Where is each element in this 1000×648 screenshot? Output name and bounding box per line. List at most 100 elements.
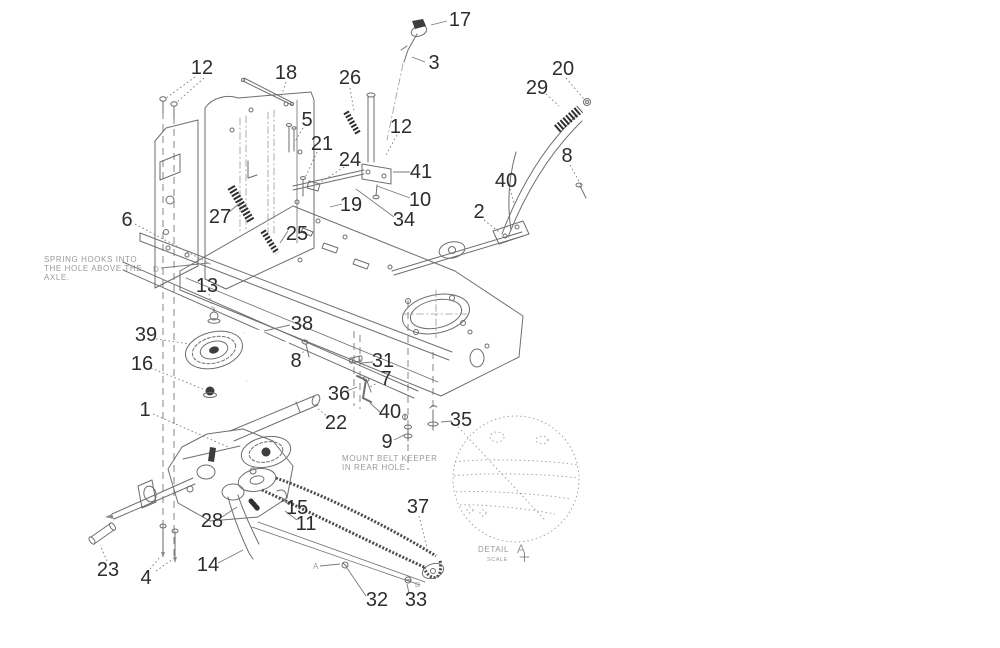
frame-side-box bbox=[154, 119, 199, 289]
leader-line-24 bbox=[317, 166, 345, 185]
leader-line-13 bbox=[208, 293, 214, 312]
lever-rod-40 bbox=[508, 151, 517, 231]
leader-line-33 bbox=[406, 583, 410, 594]
control-bracket-plate bbox=[204, 91, 315, 290]
leader-line-26 bbox=[349, 87, 355, 112]
callout-18: 18 bbox=[275, 62, 297, 84]
callout-6: 6 bbox=[121, 209, 132, 231]
leader-line-20 bbox=[565, 77, 585, 100]
callout-36: 36 bbox=[328, 383, 350, 405]
deck-fasteners bbox=[301, 339, 439, 442]
screw-marker-a: A bbox=[313, 562, 319, 571]
linkage-rod bbox=[391, 231, 524, 276]
callout-34: 34 bbox=[393, 209, 415, 231]
leader-line-12 bbox=[175, 77, 205, 104]
callout-39: 39 bbox=[135, 324, 157, 346]
leader-line-9 bbox=[393, 433, 407, 441]
leader-line-12 bbox=[165, 76, 196, 99]
callout-11: 11 bbox=[296, 513, 317, 535]
callout-27: 27 bbox=[209, 206, 231, 228]
callout-10: 10 bbox=[409, 189, 431, 211]
leader-line-19 bbox=[329, 203, 343, 208]
leader-line-2 bbox=[483, 219, 500, 233]
callout-8: 8 bbox=[290, 350, 301, 372]
callout-20: 20 bbox=[552, 58, 574, 80]
leader-line-14 bbox=[217, 549, 244, 564]
callout-3: 3 bbox=[428, 52, 439, 74]
nut-16 bbox=[205, 386, 215, 396]
detail-scale: SCALE bbox=[487, 557, 508, 563]
leader-line-22 bbox=[315, 406, 330, 419]
callout-2: 2 bbox=[473, 201, 484, 223]
spring-25 bbox=[260, 229, 280, 255]
callout-22: 22 bbox=[325, 412, 347, 434]
callout-29: 29 bbox=[526, 77, 548, 99]
callout-13: 13 bbox=[196, 275, 218, 297]
callout-38: 38 bbox=[291, 313, 313, 335]
leader-line-35 bbox=[440, 420, 453, 423]
leader-line-28 bbox=[221, 506, 238, 518]
callout-12: 12 bbox=[191, 57, 213, 79]
leader-line-12 bbox=[384, 134, 398, 158]
callout-26: 26 bbox=[339, 67, 361, 89]
leader-line-17 bbox=[430, 20, 448, 26]
leader-line-21 bbox=[303, 151, 318, 181]
callout-40: 40 bbox=[379, 401, 401, 423]
leader-line-25 bbox=[279, 230, 289, 244]
callout-1: 1 bbox=[139, 399, 150, 421]
rod-18 bbox=[241, 77, 294, 106]
callout-25: 25 bbox=[286, 223, 308, 245]
axle-tube-22 bbox=[229, 394, 321, 442]
leader-line-34 bbox=[355, 188, 395, 218]
spring-note-marker-d: D bbox=[153, 265, 159, 274]
callout-32: 32 bbox=[366, 589, 388, 611]
handle-23 bbox=[88, 522, 117, 545]
leader-line-29 bbox=[545, 93, 560, 107]
callout-9: 9 bbox=[381, 431, 392, 453]
leader-line-1 bbox=[152, 413, 229, 448]
shift-rod-19 bbox=[292, 169, 365, 191]
callout-33: 33 bbox=[405, 589, 427, 611]
callout-7: 7 bbox=[380, 368, 391, 390]
callout-28: 28 bbox=[201, 510, 223, 532]
grip-29 bbox=[554, 105, 583, 133]
callout-23: 23 bbox=[97, 559, 119, 581]
callout-19: 19 bbox=[340, 194, 362, 216]
detail-title: DETAIL bbox=[478, 545, 509, 554]
shift-lever-3 bbox=[386, 19, 428, 141]
callout-37: 37 bbox=[407, 496, 429, 518]
speed-control-lever-2 bbox=[492, 98, 591, 245]
leader-line-38 bbox=[263, 324, 291, 332]
screw-32 bbox=[341, 561, 349, 569]
drive-pulley-11 bbox=[237, 468, 277, 492]
leader-line-8 bbox=[569, 164, 582, 186]
detail-circle-a bbox=[452, 415, 580, 562]
leader-line-10 bbox=[376, 185, 411, 199]
leader-line-3 bbox=[411, 56, 426, 63]
callout-40: 40 bbox=[495, 170, 517, 192]
leader-line-4 bbox=[155, 558, 174, 572]
carriage-bolts-12 bbox=[159, 96, 178, 119]
nut-20 bbox=[583, 98, 591, 106]
belt-keeper-wire-14 bbox=[227, 496, 254, 560]
transaxle-assembly-1 bbox=[105, 428, 294, 560]
knob-17 bbox=[412, 19, 426, 29]
leader-line-7 bbox=[369, 381, 380, 388]
callout-5: 5 bbox=[301, 109, 312, 131]
leader-line-8 bbox=[298, 349, 307, 356]
leader-line-16 bbox=[150, 367, 204, 390]
callout-8: 8 bbox=[561, 145, 572, 167]
callout-16: 16 bbox=[131, 353, 153, 375]
callout-15: 15 bbox=[286, 497, 308, 519]
leader-line-18 bbox=[280, 81, 287, 98]
leader-line-31 bbox=[360, 361, 374, 364]
drive-key bbox=[208, 447, 216, 462]
callout-14: 14 bbox=[197, 554, 219, 576]
tube-and-bracket-41 bbox=[361, 92, 392, 200]
leader-line-32 bbox=[346, 567, 367, 597]
leader-line-27 bbox=[228, 202, 241, 213]
